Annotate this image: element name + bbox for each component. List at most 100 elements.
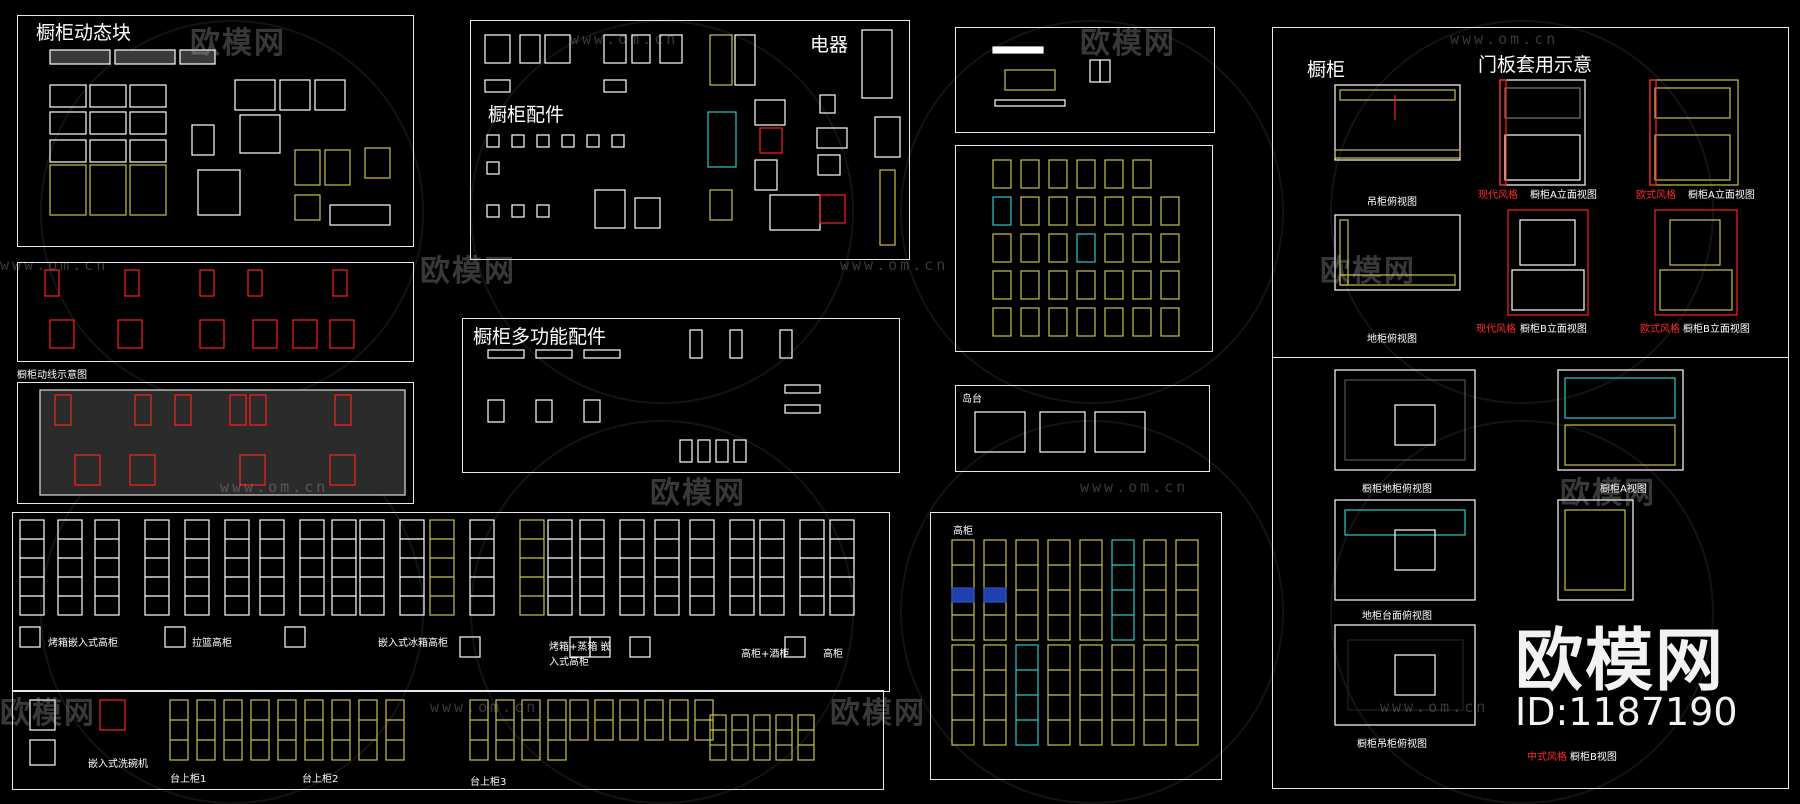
cad-shape (1499, 79, 1586, 186)
cad-shape (223, 699, 243, 761)
cad-shape (129, 139, 167, 163)
cad-shape (484, 34, 511, 64)
cad-shape (1020, 270, 1040, 300)
caption-elev-b2: 橱柜B立面视图 (1683, 324, 1750, 335)
cad-shape (484, 79, 511, 93)
cad-shape (259, 519, 285, 616)
cad-shape (1511, 269, 1585, 311)
cad-shape (486, 134, 500, 148)
cad-shape (1557, 499, 1634, 601)
caption-modern-b: 现代风格 (1476, 324, 1516, 335)
cad-shape (1564, 509, 1626, 591)
cad-shape (459, 636, 481, 658)
cad-shape (536, 134, 550, 148)
watermark-logo: 欧模网 (190, 26, 286, 61)
cad-shape (1104, 307, 1124, 337)
cad-shape (334, 394, 352, 426)
cad-shape (1020, 159, 1040, 189)
cad-shape (715, 439, 729, 463)
cad-shape (224, 519, 250, 616)
cad-shape (99, 699, 126, 731)
cad-shape (734, 34, 756, 86)
cad-shape (1094, 411, 1146, 453)
cad-shape (358, 699, 378, 761)
cad-shape (164, 626, 186, 648)
panel-flow-1 (17, 262, 414, 362)
caption-modern-a: 现代风格 (1478, 190, 1518, 201)
cad-shape (654, 519, 680, 616)
watermark-logo: 欧模网 (1080, 26, 1176, 61)
brand-id: ID:1187190 (1515, 690, 1738, 734)
cad-shape (329, 319, 355, 349)
cad-shape (697, 439, 711, 463)
cad-shape (1334, 214, 1461, 291)
cad-shape (579, 519, 605, 616)
cad-shape (469, 519, 495, 616)
cad-shape (229, 394, 247, 426)
cad-shape (754, 159, 778, 191)
cad-shape (759, 519, 785, 616)
cad-shape (1347, 639, 1464, 711)
cad-shape (659, 34, 683, 64)
cad-shape (754, 99, 786, 126)
cad-shape (874, 116, 901, 158)
cad-shape (331, 519, 357, 616)
cad-shape (1649, 79, 1739, 186)
cad-shape (57, 519, 83, 616)
cad-shape (89, 111, 127, 135)
cad-shape (769, 194, 821, 231)
cad-shape (1507, 209, 1589, 316)
caption-cabinet-b-view: 橱柜B视图 (1570, 752, 1617, 763)
cad-shape (731, 714, 749, 761)
island-title: 岛台 (962, 394, 982, 405)
cad-shape (1659, 269, 1733, 311)
cad-shape (1160, 270, 1180, 300)
caption-euro-b: 欧式风格 (1640, 324, 1680, 335)
cad-shape (331, 699, 351, 761)
cad-shape (1020, 233, 1040, 263)
caption-wall-plan: 吊柜俯视图 (1367, 197, 1417, 208)
cad-shape (29, 699, 56, 731)
cad-shape (19, 519, 45, 616)
cad-shape (359, 519, 385, 616)
cad-shape (629, 636, 651, 658)
caption-base-plan: 地柜俯视图 (1367, 334, 1417, 345)
cad-shape (1020, 196, 1040, 226)
cad-shape (521, 699, 541, 761)
watermark-circle (900, 20, 1284, 404)
cad-shape (729, 519, 755, 616)
cad-shape (144, 519, 170, 616)
cad-shape (1104, 270, 1124, 300)
cad-shape (992, 196, 1012, 226)
cad-shape (1132, 233, 1152, 263)
panel-right-main (1272, 27, 1789, 789)
cad-shape (1099, 59, 1111, 83)
panel-accessories (470, 20, 910, 260)
caption-chinese-style: 中式风格 (1527, 752, 1567, 763)
cad-shape (603, 34, 627, 64)
cad-shape (992, 233, 1012, 263)
cad-shape (974, 411, 1026, 453)
cad-shape (1132, 270, 1152, 300)
cad-shape (89, 139, 127, 163)
cad-shape (689, 329, 703, 359)
cad-shape (709, 34, 733, 86)
cad-shape (89, 84, 127, 108)
cad-shape (299, 519, 325, 616)
watermark-url: www.om.cn (220, 478, 329, 496)
caption-combo-persp: 地柜台面俯视图 (1362, 611, 1432, 622)
cad-shape (535, 349, 573, 359)
cad-shape (314, 79, 346, 111)
caption-wall-persp: 橱柜吊柜俯视图 (1357, 739, 1427, 750)
watermark-logo: 欧模网 (0, 696, 96, 731)
cad-shape (994, 99, 1066, 107)
cad-shape (583, 349, 621, 359)
watermark-url: www.om.cn (1450, 30, 1559, 48)
cad-shape (250, 699, 270, 761)
cad-shape (39, 389, 406, 496)
cad-shape (707, 111, 737, 168)
watermark-url: www.om.cn (840, 256, 949, 274)
cad-shape (469, 699, 489, 761)
cad-shape (547, 699, 567, 761)
cad-shape (992, 159, 1012, 189)
